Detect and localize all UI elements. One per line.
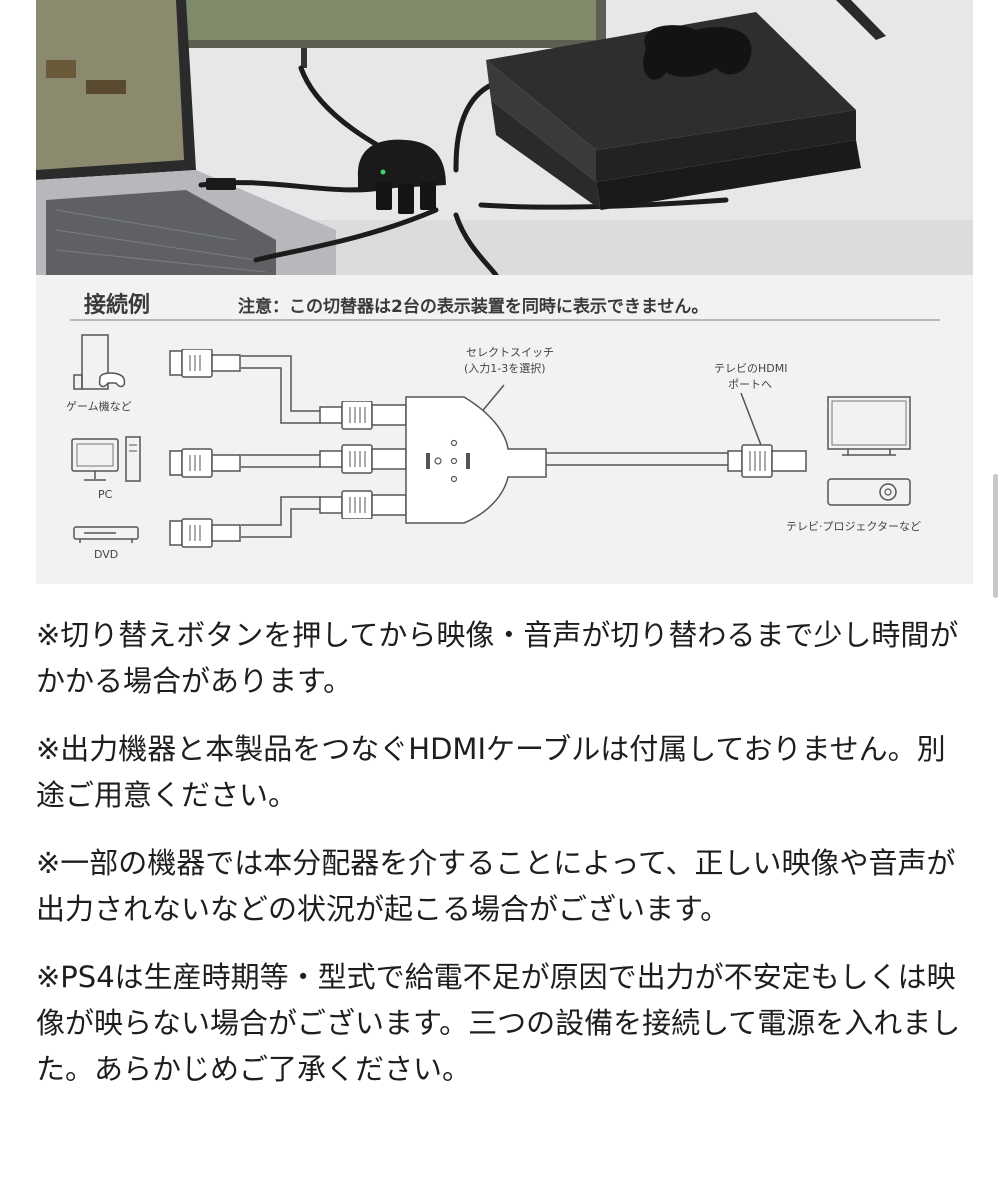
monitor-icon — [166, 0, 886, 68]
diagram-title: 接続例 — [84, 293, 151, 318]
label-pc: PC — [98, 488, 113, 501]
dvd-player-icon — [73, 526, 139, 543]
notes-list: ※切り替えボタンを押してから映像・音声が切り替わるまで少し時間がかかる場合があり… — [36, 612, 966, 1114]
tv-icon — [827, 396, 911, 506]
game-console-icon — [486, 12, 861, 210]
label-dvd: DVD — [94, 548, 119, 561]
note-ps4: ※PS4は生産時期等・型式で給電不足が原因で出力が不安定もしくは映像が映らない場… — [36, 960, 961, 1086]
label-hdmi-port-1: テレビのHDMI — [714, 362, 788, 375]
scrollbar[interactable] — [993, 474, 998, 598]
hdmi-plugs-switch — [319, 401, 407, 519]
label-game: ゲーム機など — [66, 400, 132, 413]
laptop-icon — [36, 0, 336, 275]
game-console-icon — [73, 334, 126, 390]
connection-lines — [241, 355, 765, 538]
hdmi-plugs-input — [169, 349, 241, 548]
projector-icon — [827, 478, 911, 506]
product-image: 接続例 注意：この切替器は2台の表示装置を同時に表示できません。 — [36, 0, 973, 584]
note-switch-delay: ※切り替えボタンを押してから映像・音声が切り替わるまで少し時間がかかる場合があり… — [36, 618, 959, 698]
hdmi-switch-icon — [206, 139, 446, 214]
connection-diagram: 接続例 注意：この切替器は2台の表示装置を同時に表示できません。 — [36, 275, 973, 584]
hdmi-plug-output — [727, 444, 807, 478]
label-tv-projector: テレビ·プロジェクターなど — [786, 520, 922, 533]
diagram-notice: 注意：この切替器は2台の表示装置を同時に表示できません。 — [238, 297, 709, 317]
label-hdmi-port-2: ポートへ — [728, 378, 772, 391]
note-compatibility: ※一部の機器では本分配器を介することによって、正しい映像や音声が出力されないなど… — [36, 846, 956, 926]
divider — [70, 319, 940, 321]
pc-icon — [71, 436, 141, 482]
label-select-switch-1: セレクトスイッチ — [466, 346, 554, 359]
hdmi-switch-icon — [405, 396, 547, 524]
product-photo — [36, 0, 973, 275]
label-select-switch-2: (入力1-3を選択) — [464, 362, 546, 375]
note-cable-not-included: ※出力機器と本製品をつなぐHDMIケーブルは付属しておりません。別途ご用意くださ… — [36, 732, 946, 812]
